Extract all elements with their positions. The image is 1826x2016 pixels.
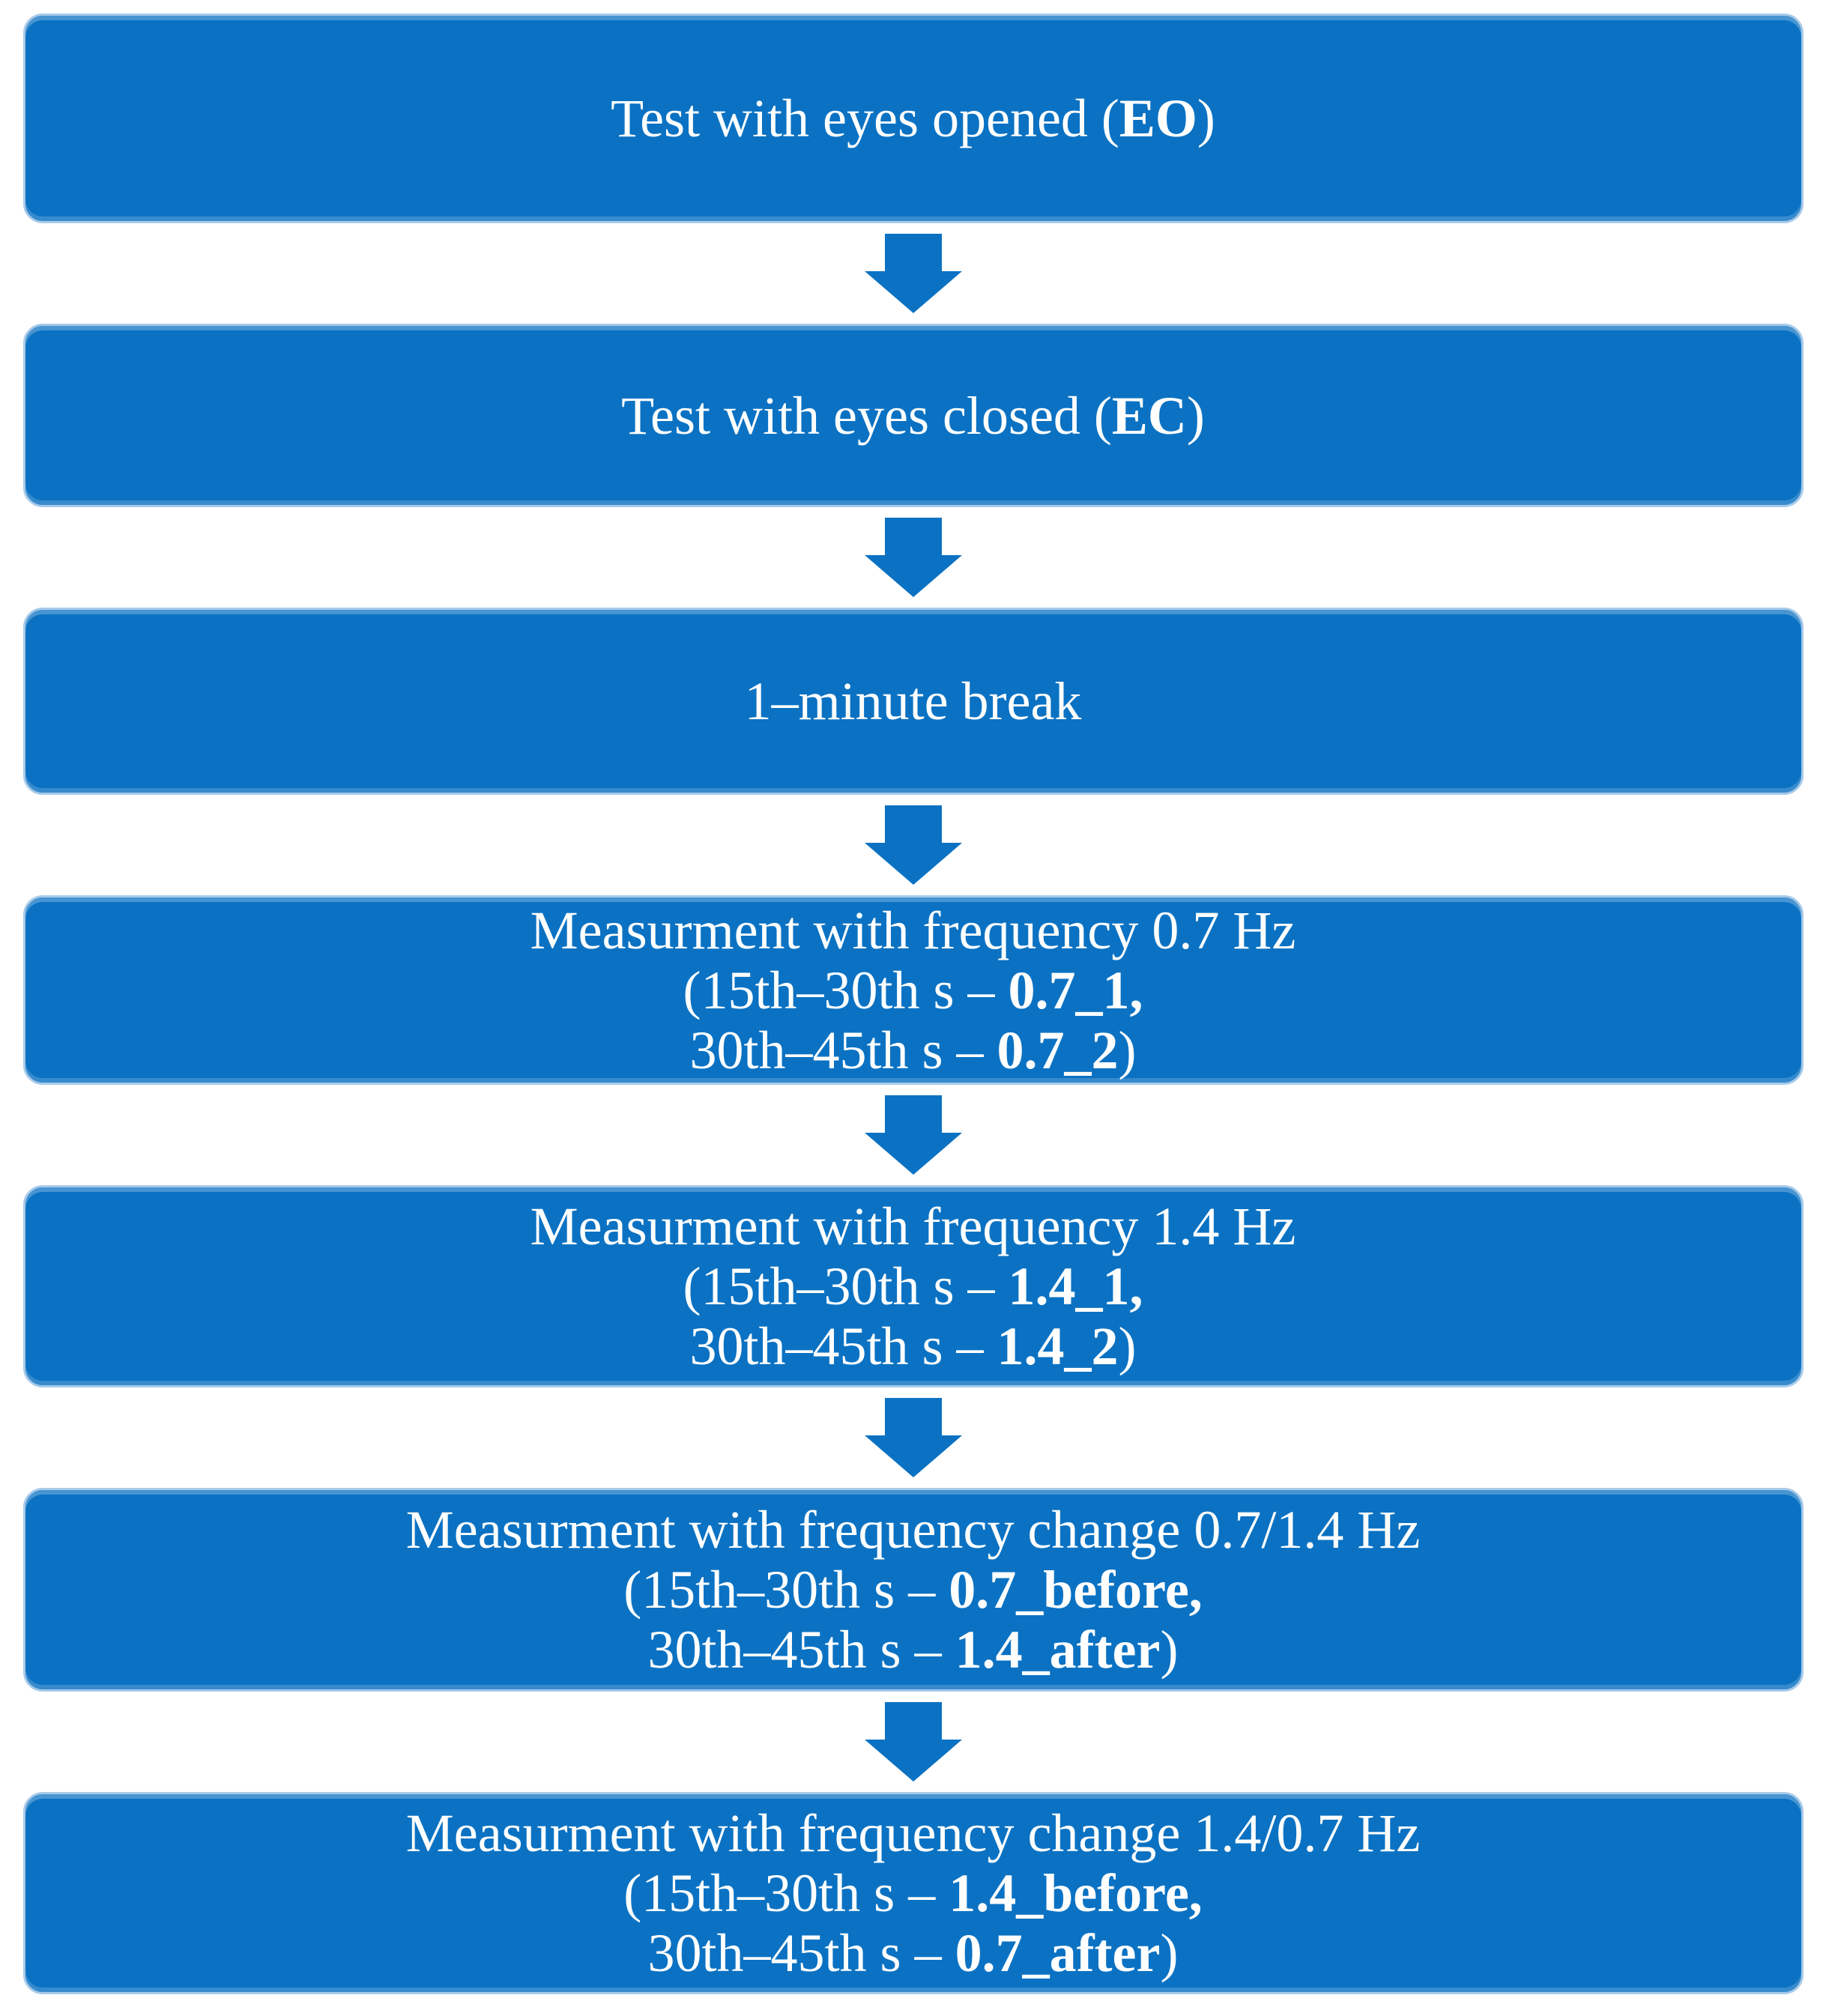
- step-line: Measurment with frequency 1.4 Hz: [530, 1196, 1296, 1256]
- flow-connector-5: [864, 1398, 962, 1477]
- step-line: 30th–45th s – 0.7_after): [648, 1923, 1179, 1983]
- step-text-segment: ): [1118, 1020, 1137, 1080]
- step-text-segment: Measurment with frequency 0.7 Hz: [530, 900, 1296, 960]
- step-line: 1–minute break: [745, 671, 1082, 731]
- step-text-segment: 1.4_2: [997, 1316, 1119, 1376]
- step-text-segment: Measurment with frequency 1.4 Hz: [530, 1196, 1296, 1256]
- step-text-segment: (15th–30th s –: [683, 1256, 1009, 1316]
- flow-step-test-eyes-opened: Test with eyes opened (EO): [22, 13, 1804, 223]
- step-text-segment: (15th–30th s –: [623, 1560, 949, 1620]
- step-text-segment: 0.7_before,: [949, 1560, 1203, 1620]
- step-text-segment: 0.7_2: [997, 1020, 1119, 1080]
- flow-step-measurement-0-7: Measurment with frequency 0.7 Hz (15th–3…: [22, 895, 1804, 1085]
- down-arrow-icon: [864, 234, 962, 313]
- step-text-segment: 1.4_1,: [1008, 1256, 1143, 1316]
- step-text-segment: 1.4_before,: [949, 1863, 1203, 1923]
- step-text-segment: 1.4_after: [955, 1620, 1161, 1680]
- flow-step-measurement-change-0-7-1-4: Measurment with frequency change 0.7/1.4…: [22, 1488, 1804, 1692]
- step-line: 30th–45th s – 1.4_after): [648, 1620, 1179, 1680]
- flowchart: Test with eyes opened (EO) Test with eye…: [0, 13, 1826, 1994]
- step-text-segment: Test with eyes opened (: [611, 88, 1119, 148]
- step-text-segment: EO: [1119, 88, 1197, 148]
- step-text-segment: Measurment with frequency change 1.4/0.7…: [405, 1803, 1421, 1863]
- step-text-segment: 30th–45th s –: [647, 1620, 955, 1680]
- down-arrow-icon: [864, 1095, 962, 1175]
- flow-connector-2: [864, 518, 962, 597]
- step-line: Test with eyes opened (EO): [611, 88, 1215, 148]
- step-text-segment: (15th–30th s –: [683, 960, 1009, 1020]
- step-text-segment: 30th–45th s –: [689, 1020, 997, 1080]
- step-line: Measurment with frequency 0.7 Hz: [530, 900, 1296, 960]
- down-arrow-icon: [864, 1702, 962, 1782]
- flow-connector-3: [864, 805, 962, 885]
- step-line: Measurment with frequency change 0.7/1.4…: [406, 1500, 1421, 1560]
- flow-connector-4: [864, 1095, 962, 1175]
- flow-step-test-eyes-closed: Test with eyes closed (EC): [22, 324, 1804, 507]
- step-text-segment: ): [1197, 88, 1215, 148]
- flow-step-measurement-change-1-4-0-7: Measurment with frequency change 1.4/0.7…: [22, 1792, 1804, 1994]
- step-text-segment: 30th–45th s –: [647, 1923, 955, 1983]
- step-text-segment: Measurment with frequency change 0.7/1.4…: [405, 1500, 1421, 1560]
- flow-connector-1: [864, 234, 962, 313]
- step-text-segment: ): [1160, 1923, 1179, 1983]
- step-text-segment: 1–minute break: [744, 671, 1082, 731]
- step-text-segment: Test with eyes closed (: [621, 385, 1112, 446]
- step-text-segment: EC: [1111, 385, 1187, 446]
- step-text-segment: ): [1118, 1316, 1137, 1376]
- down-arrow-icon: [864, 1398, 962, 1477]
- step-line: (15th–30th s – 1.4_1,: [683, 1256, 1143, 1316]
- step-text-segment: ): [1186, 385, 1205, 446]
- step-line: Measurment with frequency change 1.4/0.7…: [406, 1803, 1421, 1863]
- step-line: Test with eyes closed (EC): [621, 386, 1205, 446]
- flow-connector-6: [864, 1702, 962, 1782]
- flow-step-measurement-1-4: Measurment with frequency 1.4 Hz (15th–3…: [22, 1185, 1804, 1387]
- step-text-segment: 0.7_after: [955, 1923, 1161, 1983]
- step-line: (15th–30th s – 0.7_before,: [623, 1560, 1203, 1620]
- step-text-segment: 0.7_1,: [1008, 960, 1143, 1020]
- step-line: 30th–45th s – 1.4_2): [689, 1316, 1136, 1376]
- down-arrow-icon: [864, 518, 962, 597]
- step-text-segment: ): [1160, 1620, 1179, 1680]
- step-text-segment: (15th–30th s –: [623, 1863, 949, 1923]
- flow-step-one-minute-break: 1–minute break: [22, 608, 1804, 795]
- step-line: (15th–30th s – 0.7_1,: [683, 960, 1143, 1020]
- step-text-segment: 30th–45th s –: [689, 1316, 997, 1376]
- down-arrow-icon: [864, 805, 962, 885]
- step-line: 30th–45th s – 0.7_2): [689, 1020, 1136, 1080]
- step-line: (15th–30th s – 1.4_before,: [623, 1863, 1203, 1923]
